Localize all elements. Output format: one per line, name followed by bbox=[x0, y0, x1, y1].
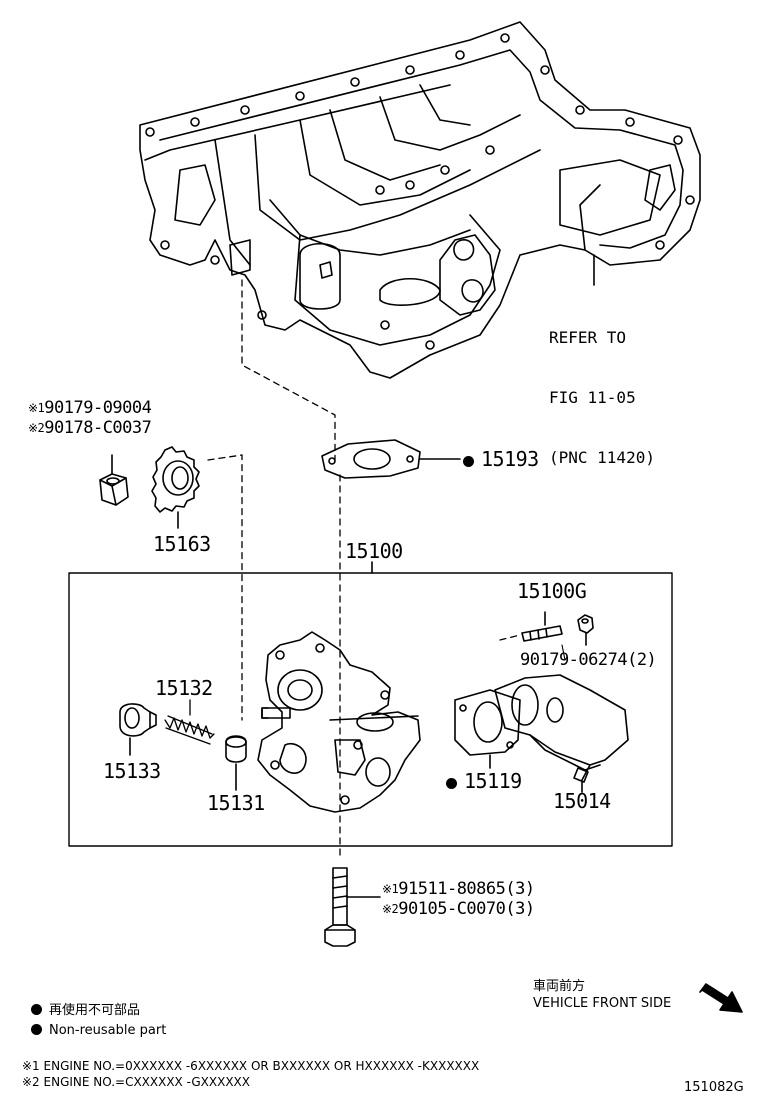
plug-part-number[interactable]: 15133 bbox=[103, 759, 161, 783]
pump-assembly-part-number[interactable]: 15100 bbox=[345, 539, 403, 563]
non-reusable-dot-icon bbox=[446, 778, 457, 789]
nut-part-number-v1-text: 90179-09004 bbox=[44, 398, 152, 418]
valve-part-number[interactable]: 15131 bbox=[207, 791, 265, 815]
reference-note-line1: REFER TO bbox=[549, 328, 627, 347]
oil-pump-body-drawing bbox=[257, 631, 421, 813]
nut-part-number-v2-text: 90178-C0037 bbox=[44, 418, 152, 438]
bolt-part-number-v2[interactable]: ※290105-C0070(3) bbox=[382, 898, 535, 920]
vehicle-front-jp: 車両前方 bbox=[533, 979, 586, 994]
plug-drawing bbox=[119, 703, 157, 756]
vehicle-front-label: 車両前方 VEHICLE FRONT SIDE bbox=[533, 978, 671, 1012]
non-reusable-dot-icon bbox=[31, 1024, 42, 1035]
gasket-15193-drawing bbox=[321, 439, 461, 479]
oil-pan-drawing bbox=[139, 21, 701, 379]
assembly-dashed-lines bbox=[207, 279, 521, 861]
nut-part-number-v2[interactable]: ※290178-C0037 bbox=[28, 417, 152, 439]
stud-bolt-drawing bbox=[521, 611, 594, 646]
non-reusable-dot-icon bbox=[31, 1004, 42, 1015]
spring-part-number[interactable]: 15132 bbox=[155, 676, 213, 700]
strainer-part-number[interactable]: 15014 bbox=[553, 789, 611, 813]
note1-mark: ※1 bbox=[28, 401, 45, 415]
nut-drawing bbox=[99, 454, 129, 506]
gasket-part-number-text: 15193 bbox=[481, 447, 539, 471]
stud-bolt-part-number[interactable]: 15100G bbox=[517, 579, 587, 603]
reference-note-line3: (PNC 11420) bbox=[549, 448, 655, 467]
sprocket-drawing bbox=[151, 446, 200, 529]
front-direction-arrow-icon bbox=[699, 983, 743, 1013]
legend-jp: 再使用不可部品 bbox=[31, 1001, 140, 1021]
note1-mark: ※1 bbox=[382, 882, 399, 896]
mounting-bolt-drawing bbox=[324, 867, 381, 947]
vehicle-front-en: VEHICLE FRONT SIDE bbox=[533, 996, 672, 1011]
engine-note-1: ※1 ENGINE NO.=0XXXXXX -6XXXXXX OR BXXXXX… bbox=[22, 1059, 480, 1073]
note2-mark: ※2 bbox=[28, 421, 45, 435]
gasket-part-number[interactable]: 15193 bbox=[463, 448, 539, 470]
bolt-part-number-v2-text: 90105-C0070(3) bbox=[398, 899, 535, 919]
pump-assembly-box bbox=[68, 561, 673, 847]
note2-mark: ※2 bbox=[382, 902, 399, 916]
leader-lines bbox=[561, 644, 566, 661]
strainer-gasket-part-number[interactable]: 15119 bbox=[446, 770, 522, 792]
engine-note-2: ※2 ENGINE NO.=CXXXXXX -GXXXXXX bbox=[22, 1075, 250, 1089]
bolt-part-number-v1-text: 91511-80865(3) bbox=[398, 879, 535, 899]
reference-note-line2: FIG 11-05 bbox=[549, 388, 636, 407]
legend-jp-text: 再使用不可部品 bbox=[49, 1003, 141, 1018]
spring-drawing bbox=[164, 699, 215, 745]
strainer-drawing bbox=[494, 674, 629, 793]
nut-part-number-v1[interactable]: ※190179-09004 bbox=[28, 397, 152, 419]
bolt-part-number-v1[interactable]: ※191511-80865(3) bbox=[382, 878, 535, 900]
strainer-gasket-part-number-text: 15119 bbox=[464, 769, 522, 793]
legend-en-text: Non-reusable part bbox=[49, 1023, 167, 1038]
reference-note: REFER TO FIG 11-05 (PNC 11420) bbox=[549, 288, 655, 488]
figure-id: 151082G bbox=[684, 1080, 744, 1095]
legend-en: Non-reusable part bbox=[31, 1021, 166, 1041]
stud-nut-part-number[interactable]: 90179-06274(2) bbox=[520, 650, 657, 670]
sprocket-part-number[interactable]: 15163 bbox=[153, 532, 211, 556]
valve-drawing bbox=[225, 735, 247, 791]
non-reusable-dot-icon bbox=[463, 456, 474, 467]
